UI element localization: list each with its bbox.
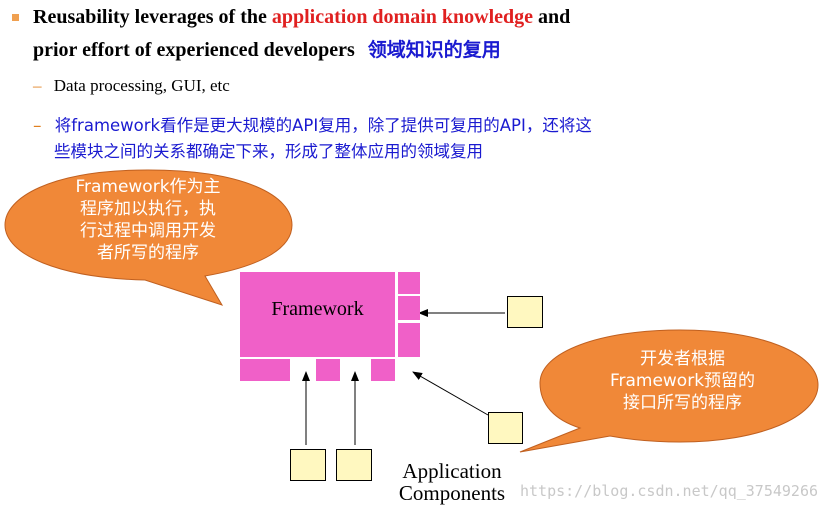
callout-left-line-4: 者所写的程序 xyxy=(97,243,199,263)
callout-left-line-3: 行过程中调用开发 xyxy=(80,221,216,241)
component-box-bottom-2 xyxy=(336,449,372,481)
callout-right-line-2: Framework预留的 xyxy=(609,371,756,391)
framework-box xyxy=(240,272,395,357)
sub-item-2-line-2: 些模块之间的关系都确定下来，形成了整体应用的领域复用 xyxy=(54,142,483,161)
watermark-text: https://blog.csdn.net/qq_37549266 xyxy=(520,482,819,500)
bullet-line1-prefix: Reusability leverages of the xyxy=(33,6,272,28)
bullet-marker xyxy=(12,14,19,21)
callout-right-line-3: 接口所写的程序 xyxy=(623,393,742,413)
sub-item-2-line-1: 将framework看作是更大规模的API复用，除了提供可复用的API，还将这 xyxy=(54,116,592,135)
bullet-line-1: Reusability leverages of the application… xyxy=(33,6,570,29)
framework-hook-bottom-1 xyxy=(240,359,290,381)
bullet-line2-chinese: 领域知识的复用 xyxy=(367,39,501,61)
bullet-line-2: prior effort of experienced developers 领… xyxy=(33,35,501,62)
framework-hook-bottom-2 xyxy=(316,359,340,381)
callout-bubble-right xyxy=(519,329,819,453)
application-components-label: Application Components xyxy=(378,460,526,504)
sub-item-1: – Data processing, GUI, etc xyxy=(33,76,230,96)
callout-right-line-1: 开发者根据 xyxy=(640,349,725,369)
arrow-component-to-hook xyxy=(412,371,489,416)
callout-left-line-2: 程序加以执行，执 xyxy=(80,199,216,219)
sub-item-1-text: Data processing, GUI, etc xyxy=(53,76,230,95)
callout-text-left: Framework作为主 程序加以执行，执 行过程中调用开发 者所写的程序 xyxy=(38,176,258,264)
framework-hook-right-1 xyxy=(398,272,420,294)
components-label-line-1: Application xyxy=(402,459,502,483)
framework-hook-right-3 xyxy=(398,323,420,357)
bullet-highlight: application domain knowledge xyxy=(271,6,534,28)
dash-marker: – xyxy=(33,116,42,136)
component-box-lower-right xyxy=(488,412,523,444)
callout-left-line-1: Framework作为主 xyxy=(75,177,221,197)
components-label-line-2: Components xyxy=(398,481,506,505)
framework-label: Framework xyxy=(271,298,364,320)
sub-item-2: – 将framework看作是更大规模的API复用，除了提供可复用的API，还将… xyxy=(33,112,592,136)
component-box-right xyxy=(507,296,543,328)
framework-hook-right-2 xyxy=(398,296,420,320)
bullet-line2-text: prior effort of experienced developers xyxy=(33,39,355,61)
dash-marker: – xyxy=(33,76,42,95)
framework-hook-bottom-3 xyxy=(371,359,395,381)
bullet-line1-suffix: and xyxy=(533,6,571,28)
callout-text-right: 开发者根据 Framework预留的 接口所写的程序 xyxy=(570,348,795,414)
callout-bubble-left xyxy=(4,169,293,306)
component-box-bottom-1 xyxy=(290,449,326,481)
